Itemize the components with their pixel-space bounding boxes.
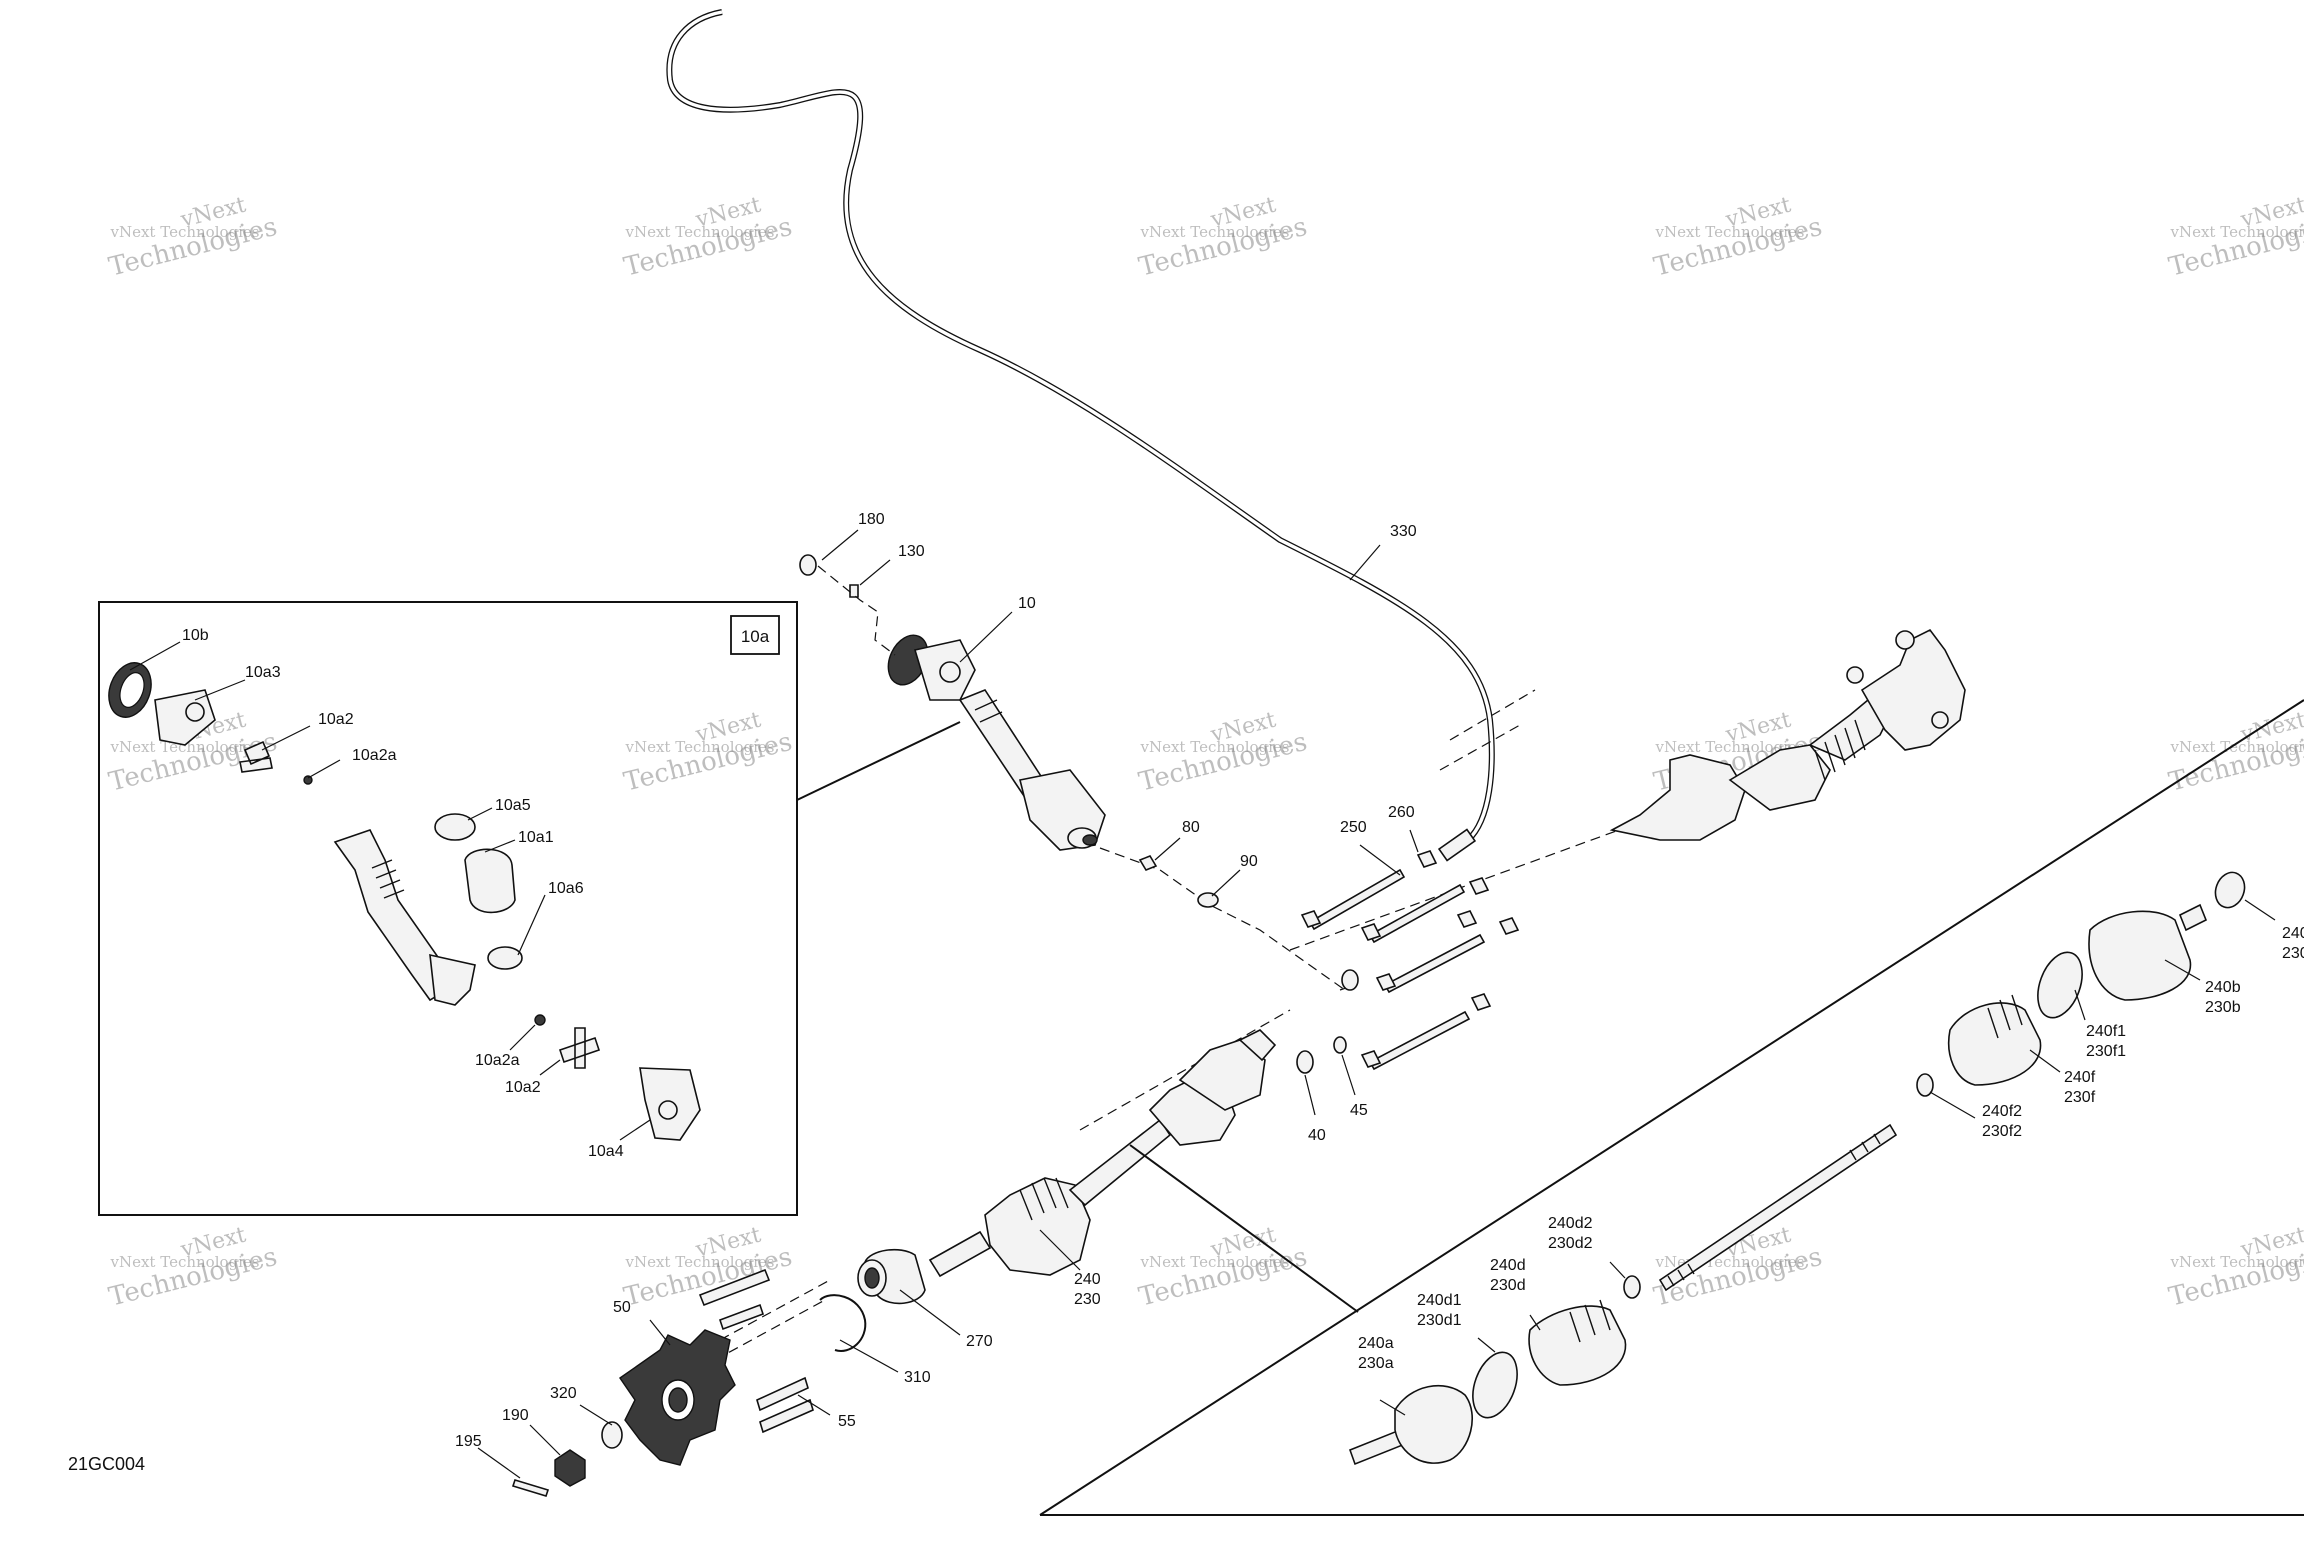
watermark-text: vNext Technologies <box>109 738 259 756</box>
part-label-230a: 230a <box>1358 1355 1394 1372</box>
part-label-80: 80 <box>1182 819 1200 836</box>
part-label-10a6: 10a6 <box>548 880 584 897</box>
part-label-330: 330 <box>1390 523 1417 540</box>
part-label-240f: 240f <box>2064 1069 2096 1086</box>
part-label-320: 320 <box>550 1385 577 1402</box>
watermark-text: vNext Technologies <box>1139 223 1289 241</box>
part-label-10a4: 10a4 <box>588 1143 624 1160</box>
part-label-10a5: 10a5 <box>495 797 531 814</box>
part-label-260: 260 <box>1388 804 1415 821</box>
part-label-10a2a-bottom: 10a2a <box>475 1052 520 1069</box>
watermark-text: vNext Technologies <box>1139 738 1289 756</box>
watermark-text: vNext Technologies <box>1654 223 1804 241</box>
inset-parts <box>108 662 701 1141</box>
part-label-240-edge: 240 <box>2282 925 2304 942</box>
watermark-text: vNext Technologies <box>1139 1253 1289 1271</box>
watermark-text: vNext Technologies <box>1654 738 1804 756</box>
axle-240-230 <box>928 1029 1277 1278</box>
part-label-10a2-bottom: 10a2 <box>505 1079 541 1096</box>
cable-330 <box>666 9 1495 862</box>
part-label-230d1: 230d1 <box>1417 1312 1462 1329</box>
wheel-hub-50 <box>511 1248 926 1497</box>
part-label-230: 230 <box>1074 1291 1101 1308</box>
part-label-230f2: 230f2 <box>1982 1123 2022 1140</box>
part-label-270: 270 <box>966 1333 993 1350</box>
part-label-230d2: 230d2 <box>1548 1235 1593 1252</box>
part-label-90: 90 <box>1240 853 1258 870</box>
part-label-10b: 10b <box>182 627 209 644</box>
part-label-250: 250 <box>1340 819 1367 836</box>
part-label-190: 190 <box>502 1407 529 1424</box>
part-label-230b: 230b <box>2205 999 2241 1016</box>
part-label-40: 40 <box>1308 1127 1326 1144</box>
inset-label: 10a <box>741 627 770 646</box>
part-label-130: 130 <box>898 543 925 560</box>
watermark-text: vNext Technologies <box>109 223 259 241</box>
part-label-10a3: 10a3 <box>245 664 281 681</box>
part-label-240d2: 240d2 <box>1548 1215 1593 1232</box>
drawing-code: 21GC004 <box>68 1454 145 1474</box>
part-label-240a: 240a <box>1358 1335 1394 1352</box>
part-label-50: 50 <box>613 1299 631 1316</box>
part-label-55: 55 <box>838 1413 856 1430</box>
watermark-text: vNext Technologies <box>2169 223 2304 241</box>
part-label-230f1: 230f1 <box>2086 1043 2126 1060</box>
part-label-10a1: 10a1 <box>518 829 554 846</box>
drive-shaft-10 <box>799 554 1106 851</box>
part-label-240b: 240b <box>2205 979 2241 996</box>
part-label-240d1: 240d1 <box>1417 1292 1462 1309</box>
part-label-230-edge: 230 <box>2282 945 2304 962</box>
watermark-text: vNext Technologies <box>624 738 774 756</box>
part-label-10a2a-top: 10a2a <box>352 747 397 764</box>
inset-axle-exploded <box>1039 699 2304 1516</box>
part-label-230d: 230d <box>1490 1277 1526 1294</box>
part-label-230f: 230f <box>2064 1089 2096 1106</box>
part-label-240f1: 240f1 <box>2086 1023 2126 1040</box>
part-label-240d: 240d <box>1490 1257 1526 1274</box>
leader-lines <box>129 529 2276 1479</box>
hardware-80-90 <box>1138 855 1219 908</box>
part-label-10a2-top: 10a2 <box>318 711 354 728</box>
bolts-250-260 <box>1296 850 1520 1074</box>
part-label-180: 180 <box>858 511 885 528</box>
part-label-10: 10 <box>1018 595 1036 612</box>
part-label-240: 240 <box>1074 1271 1101 1288</box>
watermark-text: vNext Technologies <box>2169 1253 2304 1271</box>
watermark-text: vNext Technologies <box>109 1253 259 1271</box>
part-label-195: 195 <box>455 1433 482 1450</box>
part-label-45: 45 <box>1350 1102 1368 1119</box>
part-label-310: 310 <box>904 1369 931 1386</box>
inset-detail-10a: 10a <box>98 601 961 1216</box>
differential-output <box>1609 628 1966 841</box>
watermark-text: vNext Technologies <box>624 1253 774 1271</box>
watermark-text: vNext Technologies <box>624 223 774 241</box>
watermark-text: vNext Technologies <box>2169 738 2304 756</box>
part-labels: 180 130 10 330 80 90 250 260 40 45 240 2… <box>68 511 2304 1474</box>
part-label-240f2: 240f2 <box>1982 1103 2022 1120</box>
